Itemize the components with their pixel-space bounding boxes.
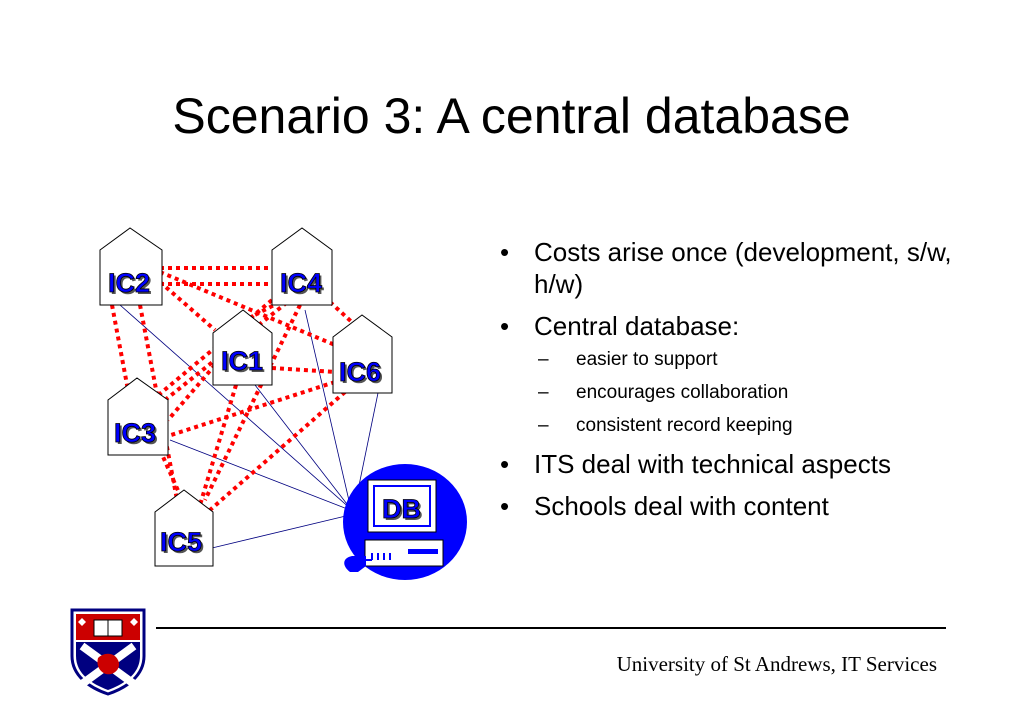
link-ic4-ic6 (328, 300, 357, 327)
svg-text:IC4: IC4 (282, 270, 324, 300)
link-ic2-db (119, 304, 353, 511)
slide-title: Scenario 3: A central database (172, 88, 851, 144)
link-ic1-ic6 (271, 366, 336, 374)
svg-text:IC1: IC1 (223, 348, 265, 378)
bullet-item: Costs arise once (development, s/w, h/w) (496, 236, 996, 300)
bullet-item: Schools deal with content (496, 490, 996, 522)
ic6-label: IC6 (339, 357, 381, 387)
link-ic2-ic3 (110, 304, 130, 391)
link-ic2-ic1 (158, 280, 217, 332)
footer-text: University of St Andrews, IT Services (616, 652, 937, 676)
ic2-label: IC2 (108, 268, 150, 298)
svg-text:IC3: IC3 (116, 420, 158, 450)
ic1-label: IC1 (221, 346, 263, 376)
sub-bullet-item: easier to support (534, 348, 996, 372)
bullet-item: ITS deal with technical aspects (496, 448, 996, 480)
link-ic6-ic5 (208, 390, 347, 512)
bullet-list: Costs arise once (development, s/w, h/w)… (496, 236, 996, 532)
node-ic4: IC4 IC4 (271, 227, 333, 306)
network-diagram: IC2 IC2 IC4 IC4 IC1 IC1 IC6 IC6 IC3 IC3 … (99, 227, 467, 580)
link-ic5-db (211, 514, 351, 549)
db-label: DB (382, 494, 421, 524)
sub-bullet-item: consistent record keeping (534, 414, 996, 438)
ic5-label: IC5 (160, 527, 202, 557)
bullet-item: Central database: easier to support enco… (496, 310, 996, 438)
node-ic5: IC5 IC5 (154, 489, 214, 567)
svg-text:IC5: IC5 (162, 529, 204, 559)
link-ic1-db (254, 384, 351, 509)
university-crest-icon (70, 608, 146, 696)
node-ic2: IC2 IC2 (99, 227, 163, 306)
svg-text:IC6: IC6 (341, 359, 383, 389)
link-ic3-db (169, 439, 351, 511)
ic4-label: IC4 (280, 268, 322, 298)
link-ic4-db (304, 309, 351, 506)
svg-text:IC2: IC2 (110, 270, 152, 300)
link-ic1-ic5 (198, 384, 238, 506)
ic3-label: IC3 (114, 418, 156, 448)
link-ic3-ic5 (158, 449, 182, 496)
sub-bullet-item: encourages collaboration (534, 381, 996, 405)
node-ic6: IC6 IC6 (332, 314, 393, 394)
node-ic1: IC1 IC1 (212, 309, 273, 386)
node-ic3: IC3 IC3 (107, 377, 169, 456)
svg-text:DB: DB (384, 496, 423, 526)
link-ic1-ic3 (166, 363, 217, 422)
link-ic6-ic3 (167, 380, 336, 438)
computer-icon: DB DB (343, 464, 467, 580)
sub-bullet-list: easier to support encourages collaborati… (534, 348, 996, 438)
db-links (119, 304, 379, 549)
footer-rule (156, 627, 946, 629)
